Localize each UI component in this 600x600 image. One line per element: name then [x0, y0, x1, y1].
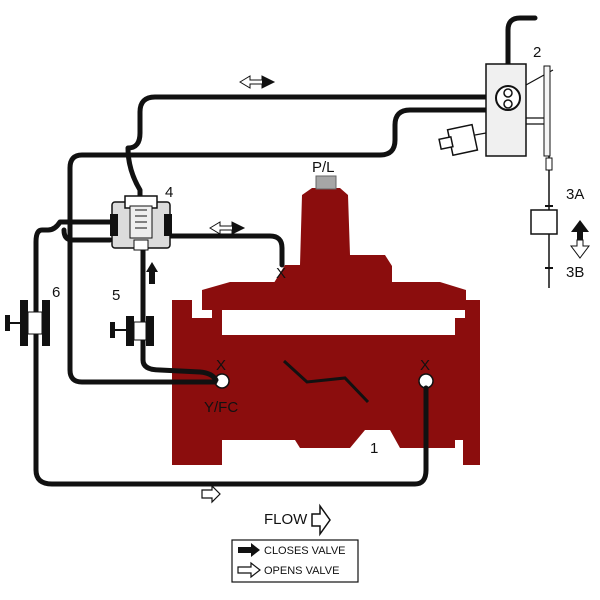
opens-valve-icon — [237, 561, 261, 579]
label-1: 1 — [370, 440, 378, 457]
label-5: 5 — [112, 287, 120, 304]
label-2: 2 — [533, 44, 541, 61]
label-yfc: Y/FC — [204, 399, 238, 416]
label-6: 6 — [52, 284, 60, 301]
port-x-outlet: X — [420, 357, 430, 374]
needle-valve-5 — [110, 316, 154, 346]
tubing-arrows — [146, 75, 276, 504]
flow-label: FLOW — [264, 511, 308, 528]
pilot-valve-2 — [438, 63, 558, 288]
port-x-inlet: X — [216, 357, 226, 374]
up-down-arrow-icon — [570, 220, 590, 259]
legend-closes: CLOSES VALVE — [264, 545, 346, 557]
label-4: 4 — [165, 184, 173, 201]
flow-indicator: FLOW — [264, 503, 331, 537]
main-valve-body — [172, 175, 480, 465]
port-x-bonnet: X — [276, 265, 286, 282]
legend: CLOSES VALVE OPENS VALVE — [231, 539, 359, 583]
strainer-6 — [5, 300, 50, 346]
closes-valve-icon — [238, 543, 260, 557]
label-3a: 3A — [566, 186, 584, 203]
pilot-valve-4 — [110, 195, 172, 251]
pilot-tubing — [33, 15, 538, 487]
hollow-arrow-right-icon — [201, 484, 221, 504]
legend-opens: OPENS VALVE — [264, 565, 339, 577]
up-arrow-icon — [146, 262, 158, 284]
flow-arrow-icon — [311, 503, 331, 537]
label-3b: 3B — [566, 264, 584, 281]
label-pl: P/L — [312, 159, 335, 176]
